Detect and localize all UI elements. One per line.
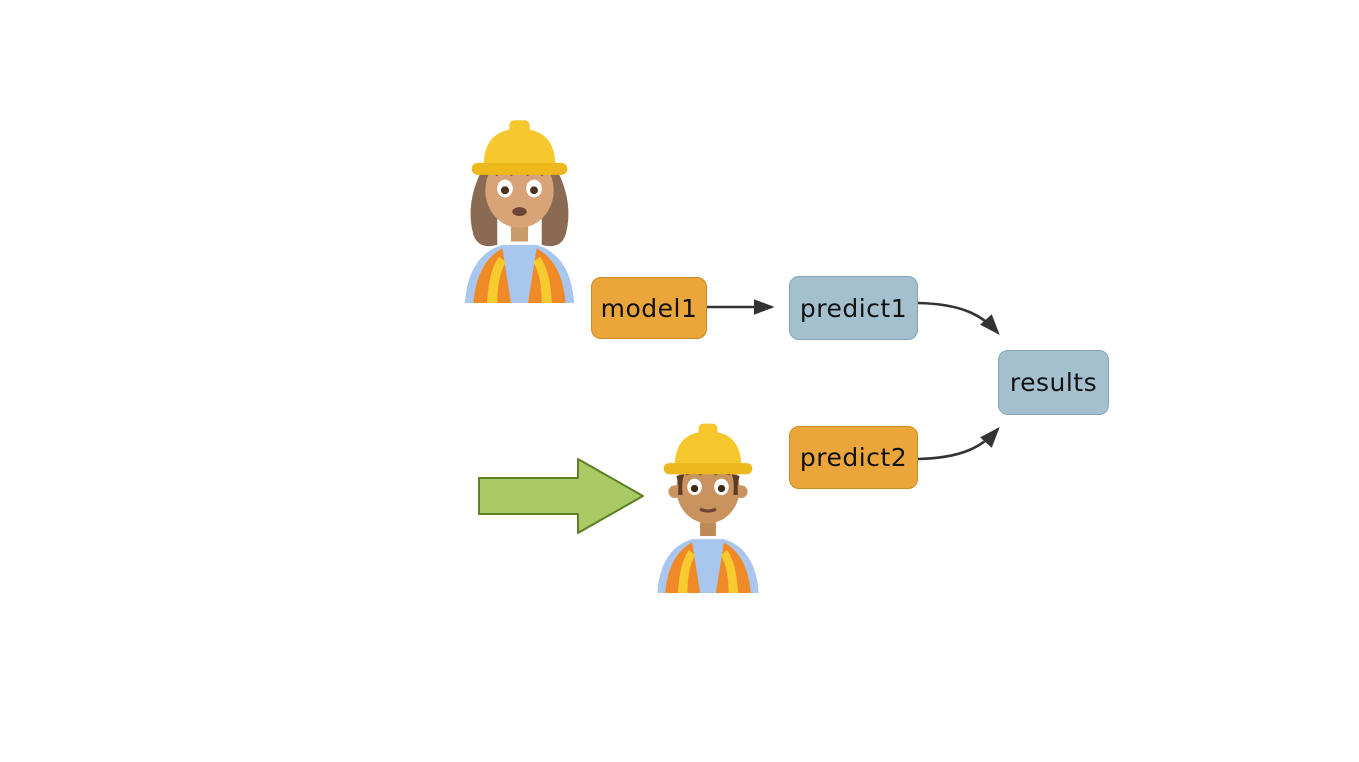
- node-model1-label: model1: [600, 293, 698, 323]
- node-predict1-label: predict1: [799, 293, 908, 323]
- man-mouth: [699, 507, 717, 513]
- man-hairline: [676, 474, 740, 495]
- node-results-label: results: [1009, 368, 1098, 397]
- man-helmet: [663, 423, 753, 475]
- woman-torso: [464, 244, 575, 303]
- man-construction-worker-icon: [657, 423, 759, 593]
- man-torso: [657, 539, 759, 593]
- woman-construction-worker-icon: [464, 120, 575, 303]
- node-results: results: [998, 350, 1109, 415]
- edge-predict2-results: [917, 427, 1000, 461]
- node-predict1: predict1: [789, 276, 918, 340]
- green-right-arrow-icon: [478, 458, 644, 534]
- node-predict2-label: predict2: [799, 443, 908, 472]
- node-predict2: predict2: [789, 426, 918, 489]
- man-eyes: [685, 470, 731, 496]
- node-model1: model1: [591, 277, 707, 339]
- woman-mouth: [512, 207, 527, 217]
- edge-predict1-results: [917, 301, 1000, 335]
- woman-helmet: [471, 120, 568, 175]
